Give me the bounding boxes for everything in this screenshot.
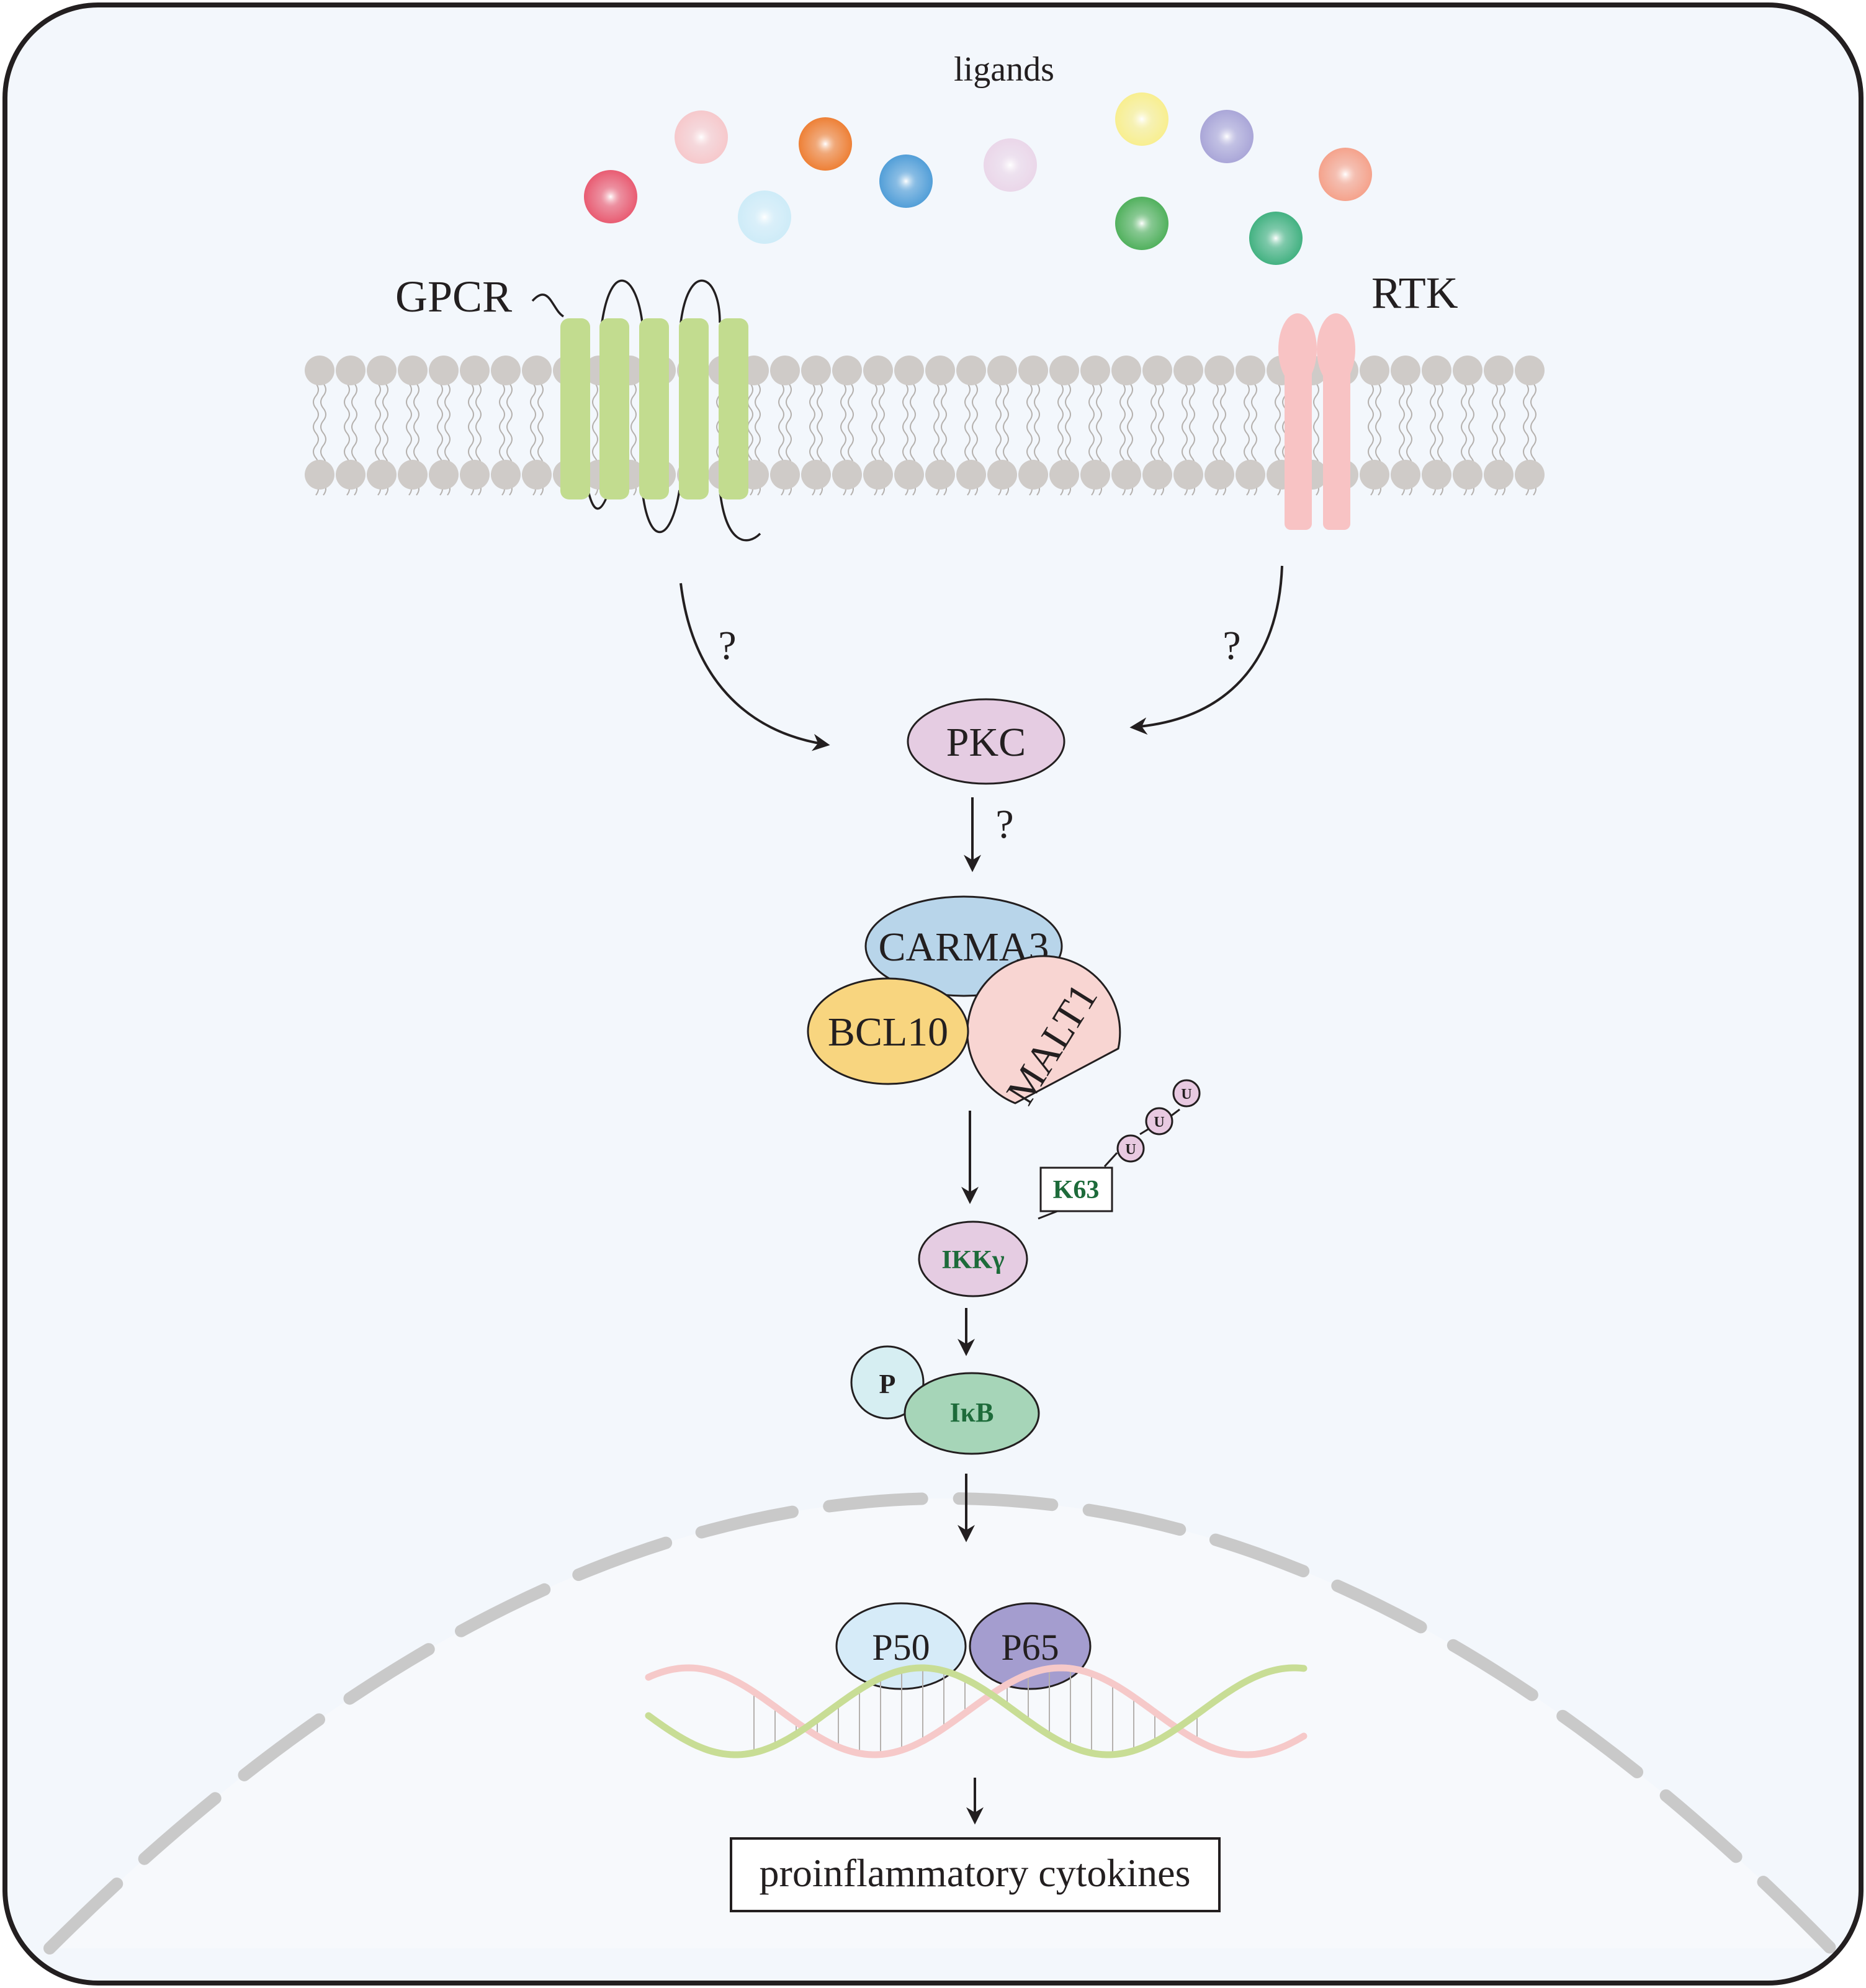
svg-text:PKC: PKC [946, 720, 1026, 765]
svg-text:BCL10: BCL10 [828, 1010, 948, 1055]
ligand-2 [675, 110, 728, 164]
ligand-9 [1115, 197, 1168, 250]
svg-text:IKKγ: IKKγ [941, 1246, 1005, 1274]
ligand-3 [738, 190, 791, 244]
svg-text:P: P [879, 1369, 896, 1399]
dna-helix [645, 1664, 1308, 1758]
ligand-7 [1115, 92, 1168, 146]
dna-strand-green [645, 1664, 1308, 1758]
ubiquitin-1 [1116, 1134, 1145, 1163]
ubiquitin-chain: U U U [1038, 1079, 1201, 1220]
gpcr-label: GPCR [395, 272, 512, 321]
ubiquitin-3 [1172, 1079, 1201, 1108]
ligand-group [584, 92, 1372, 265]
dna-strand-pink [645, 1664, 1308, 1758]
phospho-node [850, 1345, 925, 1420]
gpcr-question-mark: ? [718, 623, 736, 668]
cbm-complex: CARMA3 MALT1 BCL10 [807, 895, 1121, 1113]
k63-box: K63 [1039, 1166, 1113, 1212]
malt1-node [966, 955, 1121, 1104]
pkc-question-mark: ? [995, 802, 1013, 847]
rtk-to-pkc-arrow [1129, 565, 1283, 735]
gpcr-to-pkc-arrow [680, 583, 830, 751]
ikk-gamma-node: IKKγ [918, 1220, 1028, 1297]
bcl10-node [807, 977, 969, 1085]
ligand-8 [1200, 110, 1254, 163]
rtk-label: RTK [1371, 268, 1458, 318]
pkc-node: PKC [907, 698, 1065, 785]
svg-text:P65: P65 [1001, 1627, 1059, 1668]
rtk-receptor [1278, 313, 1355, 530]
svg-text:U: U [1125, 1142, 1136, 1158]
ligands-label: ligands [954, 50, 1054, 89]
ikb-node: P IκB [850, 1345, 1040, 1455]
svg-text:K63: K63 [1053, 1176, 1100, 1204]
svg-text:U: U [1154, 1114, 1164, 1131]
ligand-11 [1319, 148, 1372, 201]
ligand-4 [799, 117, 852, 171]
svg-text:U: U [1181, 1086, 1191, 1103]
ligand-1 [584, 170, 637, 223]
ligand-6 [984, 138, 1037, 192]
svg-text:IκB: IκB [950, 1397, 994, 1428]
ligand-10 [1249, 212, 1303, 265]
output-box: proinflammatory cytokines [730, 1837, 1221, 1912]
ligand-5 [879, 154, 933, 208]
svg-text:P50: P50 [872, 1627, 930, 1668]
gpcr-receptor [531, 279, 761, 542]
rtk-question-mark: ? [1222, 623, 1240, 668]
svg-text:proinflammatory cytokines: proinflammatory cytokines [760, 1851, 1191, 1895]
ubiquitin-2 [1145, 1107, 1173, 1135]
